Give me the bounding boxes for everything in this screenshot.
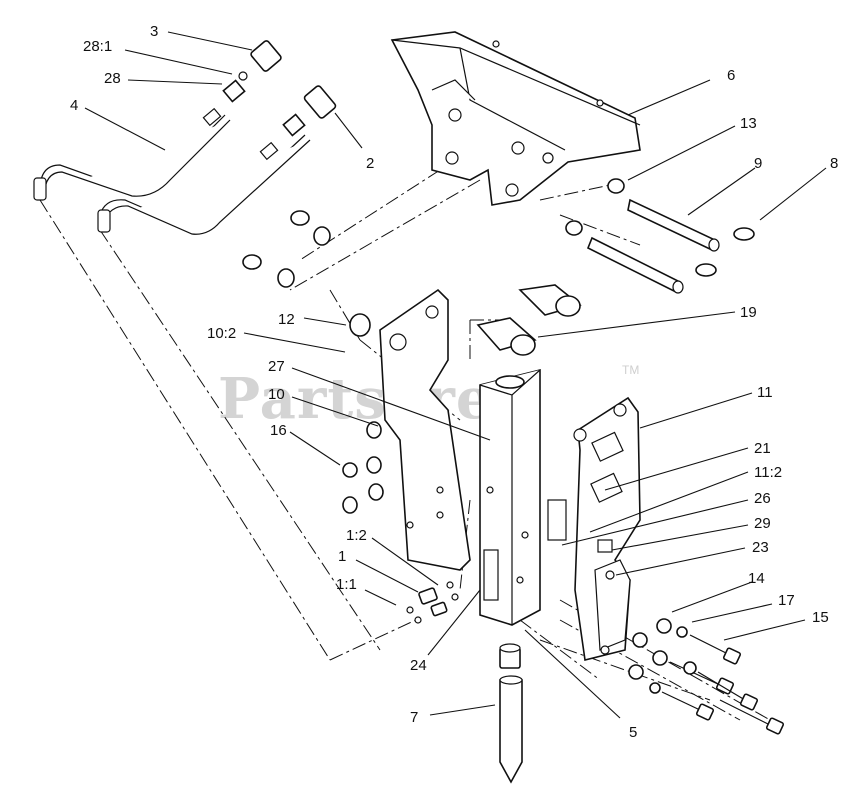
callout-4: 4 [70, 97, 78, 114]
callout-7: 7 [410, 709, 418, 726]
callout-labels: 3 28:1 28 4 2 6 13 9 8 12 19 10:2 27 10 … [70, 23, 838, 741]
callout-19: 19 [740, 304, 757, 321]
pins-and-clips [565, 178, 755, 294]
callout-11: 11 [757, 384, 773, 401]
callout-5: 5 [629, 724, 637, 741]
callout-12: 12 [278, 311, 295, 328]
callout-3: 3 [150, 23, 158, 40]
watermark: PartsTree TM [218, 363, 639, 432]
callout-23: 23 [752, 539, 769, 556]
bushings-and-washers [242, 210, 384, 514]
callout-13: 13 [740, 115, 757, 132]
watermark-text: PartsTree [218, 366, 529, 432]
callout-11-2: 11:2 [754, 464, 782, 481]
spacer-tubes [476, 284, 582, 356]
watermark-tm: TM [622, 363, 639, 377]
leader-lines [84, 31, 827, 719]
bolts-and-washers [628, 618, 785, 735]
mounting-bracket [390, 31, 641, 206]
callout-1-1: 1:1 [336, 576, 357, 593]
callout-10: 10 [268, 386, 285, 403]
hydraulic-hoses [33, 40, 337, 235]
chisel-tool [499, 643, 523, 784]
hammer-body [479, 368, 567, 626]
callout-2: 2 [366, 155, 374, 172]
callout-27: 27 [268, 358, 285, 375]
callout-8: 8 [830, 155, 838, 172]
callout-14: 14 [748, 570, 765, 587]
callout-28: 28 [104, 70, 121, 87]
callout-1: 1 [338, 548, 346, 565]
callout-21: 21 [754, 440, 771, 457]
callout-28-1: 28:1 [83, 38, 112, 55]
left-side-plate [379, 288, 471, 571]
callout-1-2: 1:2 [346, 527, 367, 544]
right-side-plate [573, 396, 641, 661]
callout-26: 26 [754, 490, 771, 507]
callout-6: 6 [727, 67, 735, 84]
callout-10-2: 10:2 [207, 325, 236, 342]
callout-16: 16 [270, 422, 287, 439]
hydraulic-fittings [406, 581, 459, 624]
callout-24: 24 [410, 657, 427, 674]
callout-17: 17 [778, 592, 795, 609]
callout-29: 29 [754, 515, 771, 532]
callout-15: 15 [812, 609, 829, 626]
callout-9: 9 [754, 155, 762, 172]
